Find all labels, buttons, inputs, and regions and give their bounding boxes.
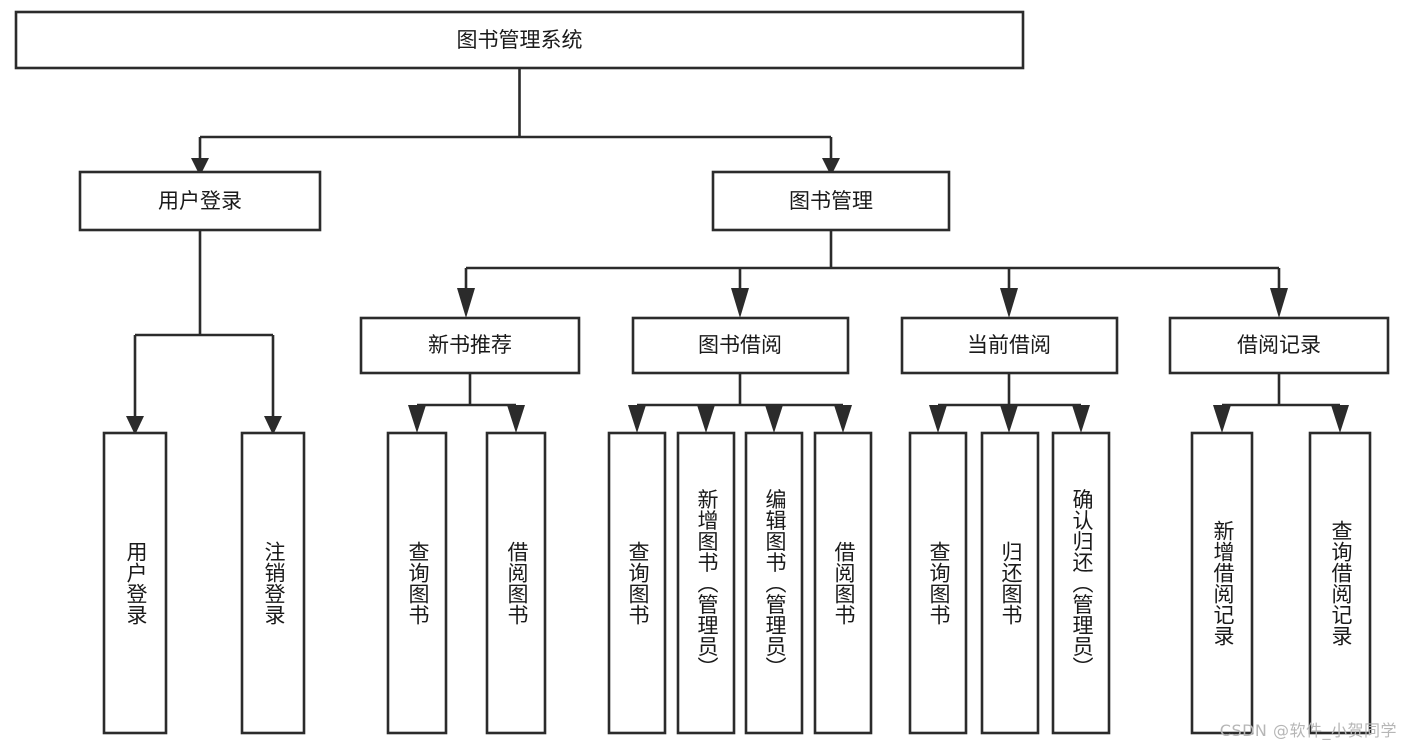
leaf-box-query-book-a[interactable] [386, 431, 448, 735]
node-book-management[interactable]: 图书管理 [711, 170, 951, 232]
node-box-current-borrow[interactable] [900, 316, 1119, 375]
leaf-node-query-book-b[interactable]: 查询图书 [607, 431, 667, 735]
arrowhead-leaf-query-book-c [929, 405, 947, 433]
leaf-label-edit-book: 编辑图书（管理员） [763, 489, 787, 678]
arrowhead-current-borrow [1000, 288, 1018, 318]
leaf-node-borrow-book-a[interactable]: 借阅图书 [485, 431, 547, 735]
arrowhead-new-book-rec [457, 288, 475, 318]
node-box-root-system[interactable] [14, 10, 1025, 70]
leaf-box-edit-book[interactable] [744, 431, 804, 735]
leaf-label-add-record: 新增借阅记录 [1211, 520, 1235, 646]
node-box-borrow-record[interactable] [1168, 316, 1390, 375]
leaf-node-user-login[interactable]: 用户登录 [102, 431, 168, 735]
leaf-node-query-book-c[interactable]: 查询图书 [908, 431, 968, 735]
arrowhead-leaf-return-book [1000, 405, 1018, 433]
node-label-new-book-recommendation: 新书推荐 [428, 333, 512, 357]
arrowhead-leaf-logout [264, 416, 282, 435]
leaf-label-borrow-book-b: 借阅图书 [832, 541, 856, 625]
leaf-label-add-book: 新增图书（管理员） [695, 489, 719, 678]
connector-book-management-to-level3 [464, 230, 1281, 290]
arrowhead-book-borrow [731, 288, 749, 318]
connector-book-borrow-to-leaves [635, 373, 845, 414]
node-label-borrow-record: 借阅记录 [1237, 333, 1321, 357]
node-box-book-management[interactable] [711, 170, 951, 232]
arrowhead-leaf-user-login [126, 416, 144, 435]
node-box-user-login[interactable] [78, 170, 322, 232]
leaf-node-query-book-a[interactable]: 查询图书 [386, 431, 448, 735]
leaf-label-borrow-book-a: 借阅图书 [505, 541, 529, 625]
node-root-system[interactable]: 图书管理系统 [14, 10, 1025, 70]
node-box-new-book-recommendation[interactable] [359, 316, 581, 375]
arrowhead-leaf-edit-book [765, 405, 783, 433]
leaf-node-return-book[interactable]: 归还图书 [980, 431, 1040, 735]
arrowhead-leaf-add-record [1213, 405, 1231, 433]
leaf-node-add-book[interactable]: 新增图书（管理员） [676, 431, 736, 735]
leaf-box-borrow-book-a[interactable] [485, 431, 547, 735]
arrowhead-leaf-confirm-return [1072, 405, 1090, 433]
leaf-box-add-book[interactable] [676, 431, 736, 735]
leaf-label-query-book-a: 查询图书 [406, 541, 430, 625]
node-new-book-recommendation[interactable]: 新书推荐 [359, 316, 581, 375]
arrowhead-leaf-query-book-b [628, 405, 646, 433]
leaf-label-query-record: 查询借阅记录 [1329, 520, 1353, 646]
leaf-box-query-book-b[interactable] [607, 431, 667, 735]
leaf-label-user-login: 用户登录 [124, 541, 148, 625]
leaf-node-confirm-return[interactable]: 确认归还（管理员） [1051, 431, 1111, 735]
leaf-box-logout[interactable] [240, 431, 306, 735]
leaf-node-borrow-book-b[interactable]: 借阅图书 [813, 431, 873, 735]
leaf-node-logout[interactable]: 注销登录 [240, 431, 306, 735]
leaf-node-add-record[interactable]: 新增借阅记录 [1190, 431, 1254, 735]
arrowhead-leaf-query-record [1331, 405, 1349, 433]
leaf-box-query-record[interactable] [1308, 431, 1372, 735]
node-label-book-borrow: 图书借阅 [698, 333, 782, 357]
leaf-box-borrow-book-b[interactable] [813, 431, 873, 735]
connector-root-to-level2 [198, 68, 833, 160]
leaf-label-confirm-return: 确认归还（管理员） [1070, 489, 1094, 678]
arrowhead-book-management [822, 158, 840, 176]
connector-user-login-to-leaves [133, 230, 275, 420]
leaf-box-confirm-return[interactable] [1051, 431, 1111, 735]
leaf-label-query-book-c: 查询图书 [927, 541, 951, 625]
connector-borrow-record-to-leaves [1220, 373, 1342, 414]
node-label-root-system: 图书管理系统 [457, 28, 583, 52]
node-label-current-borrow: 当前借阅 [967, 333, 1051, 357]
arrowhead-leaf-add-book [697, 405, 715, 433]
arrowhead-leaf-query-book-a [408, 405, 426, 433]
leaf-box-add-record[interactable] [1190, 431, 1254, 735]
leaf-box-return-book[interactable] [980, 431, 1040, 735]
csdn-watermark: CSDN @软件_小贺同学 [1219, 721, 1397, 740]
leaf-box-query-book-c[interactable] [908, 431, 968, 735]
leaf-box-user-login[interactable] [102, 431, 168, 735]
arrowhead-borrow-record [1270, 288, 1288, 318]
connector-new-book-rec-to-leaves [415, 373, 518, 414]
node-box-book-borrow[interactable] [631, 316, 850, 375]
connector-layer [126, 68, 1349, 435]
arrowhead-user-login [191, 158, 209, 176]
node-label-book-management: 图书管理 [789, 189, 873, 213]
leaf-label-query-book-b: 查询图书 [626, 541, 650, 625]
leaf-label-return-book: 归还图书 [999, 541, 1023, 625]
leaf-node-query-record[interactable]: 查询借阅记录 [1308, 431, 1372, 735]
node-label-user-login: 用户登录 [158, 189, 242, 213]
arrowhead-leaf-borrow-book-b [834, 405, 852, 433]
arrowhead-leaf-borrow-book-a [507, 405, 525, 433]
leaf-node-edit-book[interactable]: 编辑图书（管理员） [744, 431, 804, 735]
node-user-login[interactable]: 用户登录 [78, 170, 322, 232]
leaf-label-logout: 注销登录 [262, 541, 286, 625]
node-borrow-record[interactable]: 借阅记录 [1168, 316, 1390, 375]
node-book-borrow[interactable]: 图书借阅 [631, 316, 850, 375]
node-current-borrow[interactable]: 当前借阅 [900, 316, 1119, 375]
